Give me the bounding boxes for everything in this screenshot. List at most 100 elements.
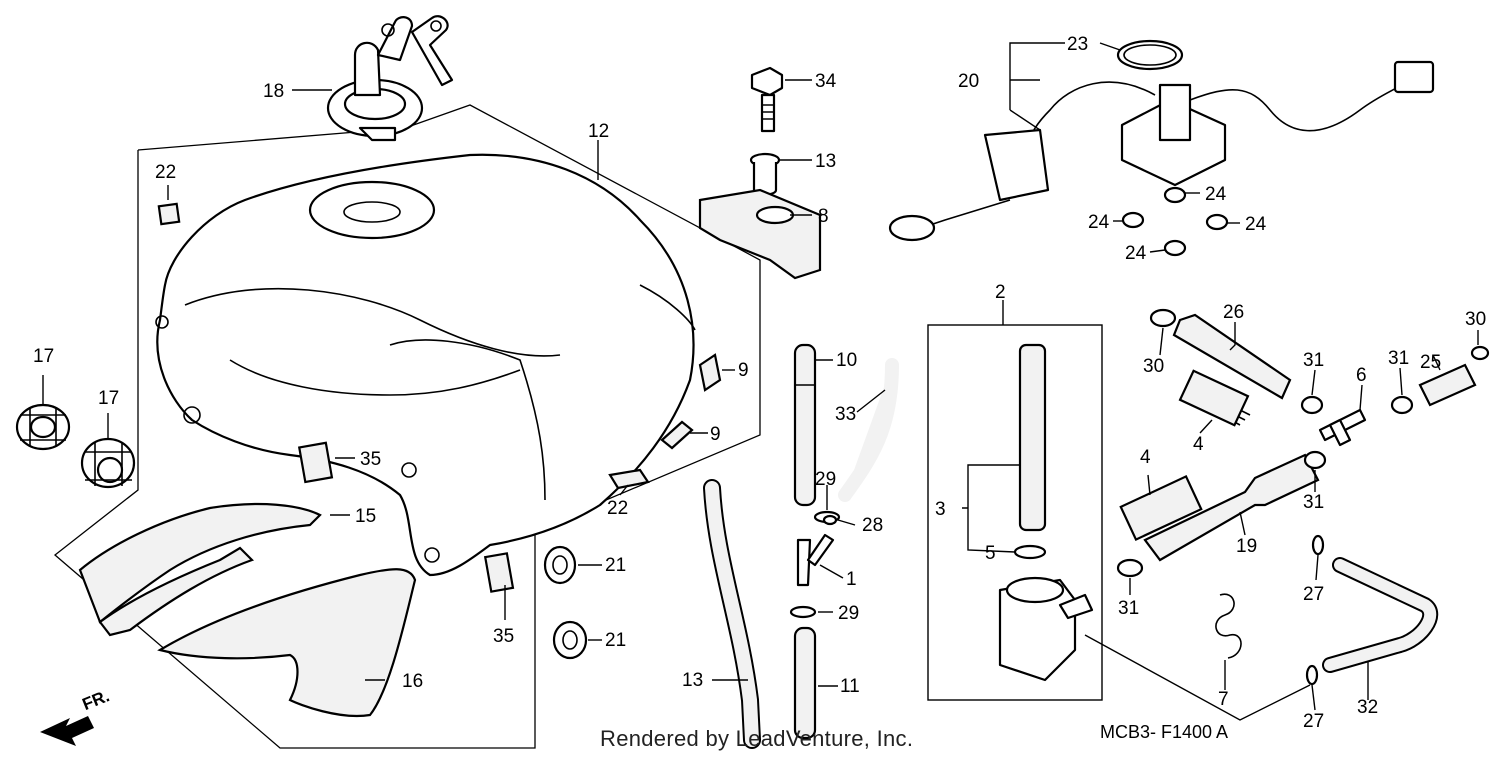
nut-24-right (1205, 213, 1229, 231)
grommet-21-upper (543, 545, 577, 585)
callout-15: 15 (355, 506, 376, 527)
leader-lines (42, 42, 1479, 721)
callout-8: 8 (818, 206, 829, 227)
callout-31-b: 31 (1388, 348, 1409, 369)
clamp-31-upper-left (1300, 395, 1324, 415)
fuel-tank (155, 153, 696, 577)
callout-28: 28 (862, 515, 883, 536)
callout-4-upper: 4 (1193, 434, 1204, 455)
callout-21-upper: 21 (605, 555, 626, 576)
callout-18: 18 (263, 81, 284, 102)
hose-32 (1322, 557, 1439, 673)
clip-29-lower (789, 605, 817, 619)
callout-3: 3 (935, 499, 946, 520)
fuel-valve-body (998, 576, 1094, 682)
side-cover-16 (157, 568, 417, 718)
label-35-upper (297, 441, 334, 484)
rubber-mount-17-left (15, 403, 71, 451)
hose-33 (838, 358, 899, 502)
clamp-31-lower-left (1116, 558, 1144, 578)
front-direction-arrow: FR. (40, 686, 112, 746)
callout-20: 20 (958, 71, 979, 92)
three-way-joint-1 (796, 533, 835, 587)
callout-24-bottom: 24 (1125, 243, 1147, 264)
callout-24-top: 24 (1205, 184, 1227, 205)
nut-24-bottom (1163, 239, 1187, 257)
callout-31-a: 31 (1303, 350, 1324, 371)
clip-27-upper (1311, 534, 1325, 556)
clip-30-left (1149, 308, 1177, 328)
fuel-sender-unit-20 (888, 60, 1435, 242)
clip-27-lower (1305, 664, 1319, 686)
callout-30-left: 30 (1143, 356, 1164, 377)
rubber-8 (698, 188, 822, 280)
callout-27-lower: 27 (1303, 711, 1324, 732)
clip-7 (1215, 593, 1242, 659)
rubber-mount-17-right (80, 437, 136, 489)
label-9-lower (660, 420, 694, 450)
nut-24-left (1121, 211, 1145, 229)
collar-14 (749, 152, 781, 196)
callout-10: 10 (836, 350, 857, 371)
hose-19 (1143, 453, 1320, 562)
fuel-valve-group-boundary (927, 324, 1103, 701)
callout-12: 12 (588, 121, 609, 142)
callout-7: 7 (1218, 689, 1229, 710)
callout-1: 1 (846, 569, 857, 590)
callout-26: 26 (1223, 302, 1244, 323)
o-ring-23 (1116, 39, 1184, 71)
callout-4-lower: 4 (1140, 447, 1151, 468)
side-cover-15 (78, 502, 322, 637)
callout-numbers: 18 12 22 17 17 35 15 16 35 22 21 21 9 9 … (33, 34, 1486, 732)
callout-33: 33 (835, 404, 856, 425)
nut-24-top (1163, 186, 1187, 204)
callout-23: 23 (1067, 34, 1088, 55)
callout-24-right: 24 (1245, 214, 1267, 235)
callout-11: 11 (840, 676, 860, 697)
callout-35-lower: 35 (493, 626, 514, 647)
callout-22-lower: 22 (607, 498, 628, 519)
front-marker-label: FR. (80, 686, 113, 714)
callout-30-right: 30 (1465, 309, 1486, 330)
callout-31-c: 31 (1303, 492, 1324, 513)
clip-30-right (1470, 345, 1490, 361)
label-9-upper (698, 353, 722, 392)
callout-24-left: 24 (1088, 212, 1110, 233)
callout-31-d: 31 (1118, 598, 1139, 619)
callout-9-lower: 9 (710, 424, 721, 445)
hose-11 (793, 626, 817, 740)
clamp-31-middle (1303, 450, 1327, 470)
fuel-strainer-3 (1018, 343, 1047, 532)
callout-9-upper: 9 (738, 360, 749, 381)
label-35-lower (483, 552, 515, 593)
clip-28 (822, 514, 838, 526)
callout-34: 34 (815, 71, 837, 92)
callout-29-lower: 29 (838, 603, 859, 624)
grommet-21-lower (552, 620, 588, 660)
callout-29-upper: 29 (815, 469, 836, 490)
callout-21-lower: 21 (605, 630, 626, 651)
callout-17-left: 17 (33, 346, 54, 367)
callout-19: 19 (1236, 536, 1257, 557)
callout-16: 16 (402, 671, 423, 692)
render-credit: Rendered by LeadVenture, Inc. (600, 726, 914, 751)
hose-10 (793, 343, 817, 507)
callout-6: 6 (1356, 365, 1367, 386)
diagram-code: MCB3- F1400 A (1100, 722, 1229, 742)
callout-5: 5 (985, 543, 996, 564)
cushion-22-lower (608, 468, 650, 490)
callout-17-right: 17 (98, 388, 119, 409)
callout-22-upper: 22 (155, 162, 176, 183)
callout-35-upper: 35 (360, 449, 381, 470)
callout-25: 25 (1420, 352, 1441, 373)
callout-14: 13 (815, 151, 836, 172)
bolt-34 (750, 66, 784, 133)
cushion-22-upper (157, 202, 181, 226)
o-ring-5 (1013, 544, 1047, 560)
spring-4-upper (1178, 369, 1251, 427)
fuel-cap-with-keys (326, 15, 454, 142)
callout-2: 2 (995, 282, 1006, 303)
joint-6 (1318, 408, 1367, 447)
callout-32: 32 (1357, 697, 1378, 718)
